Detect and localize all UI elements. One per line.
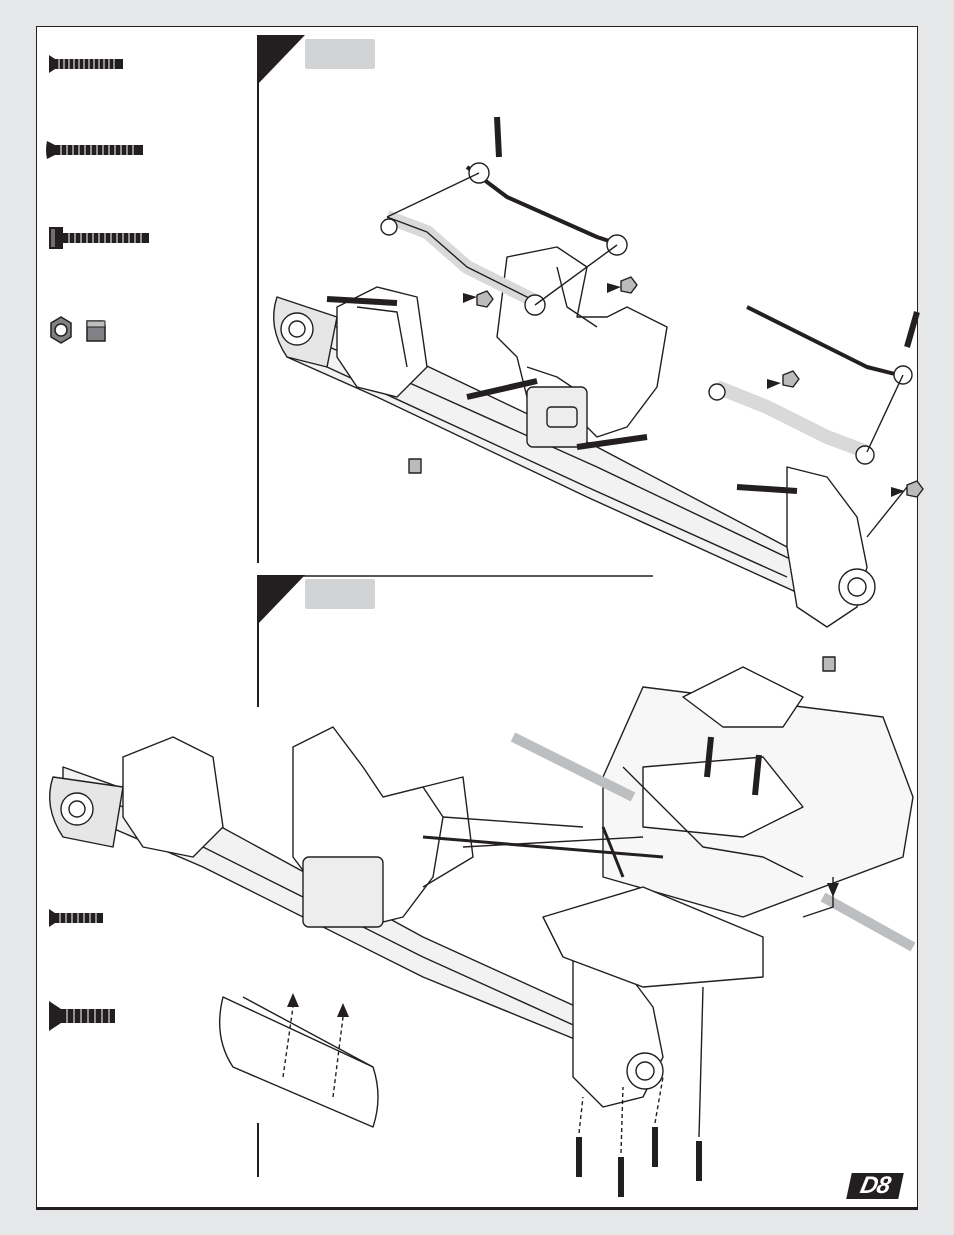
manual-page: D8 bbox=[36, 26, 924, 1209]
page-bottom-rule bbox=[36, 1208, 918, 1210]
hardware-column bbox=[37, 27, 247, 1209]
step-2-divider-lower bbox=[257, 1123, 259, 1177]
flat-head-screw-icon bbox=[49, 1001, 115, 1031]
step-2-top-rule bbox=[257, 575, 653, 577]
step-2-illustration bbox=[48, 666, 916, 1197]
flat-head-screw-icon bbox=[46, 141, 143, 159]
brand-logo: D8 bbox=[846, 1172, 904, 1199]
step-1-divider bbox=[257, 41, 259, 563]
step-2-divider bbox=[257, 575, 259, 707]
nut-icon bbox=[50, 316, 106, 344]
button-head-screw-icon bbox=[49, 55, 123, 73]
button-head-screw-icon bbox=[49, 909, 103, 927]
step-1-illustration bbox=[272, 116, 924, 672]
step-1-marker bbox=[257, 35, 305, 85]
step-1-label bbox=[305, 39, 375, 69]
step-2-marker bbox=[257, 575, 305, 625]
cap-head-screw-icon bbox=[49, 227, 149, 249]
step-2-label bbox=[305, 579, 375, 609]
